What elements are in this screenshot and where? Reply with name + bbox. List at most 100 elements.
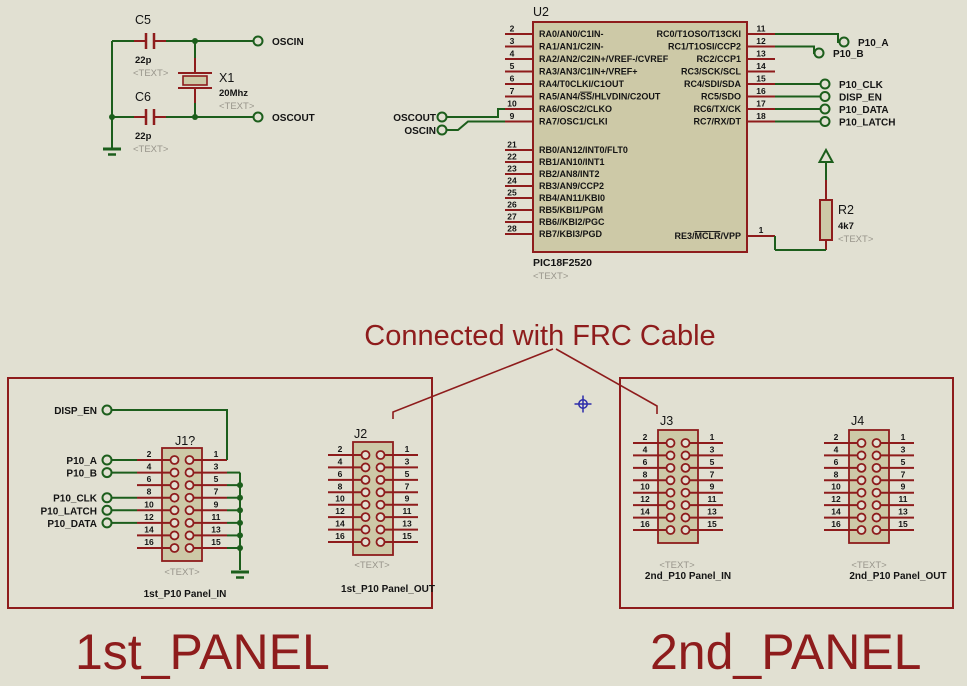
connector-pin-circle[interactable] — [169, 492, 180, 503]
connector-pin-circle[interactable] — [169, 530, 180, 541]
connector-pin-circle[interactable] — [856, 487, 867, 498]
junction-dot[interactable] — [192, 114, 198, 120]
connector-pin-circle[interactable] — [360, 487, 371, 498]
wire-segment[interactable] — [111, 409, 228, 460]
connector-pin-circle[interactable] — [856, 500, 867, 511]
connector-pin-circle[interactable] — [665, 512, 676, 523]
connector-pin-circle[interactable] — [871, 475, 882, 486]
wire-segment[interactable] — [774, 236, 826, 251]
connector-pin-circle[interactable] — [856, 450, 867, 461]
frc-pointer-line-right[interactable] — [555, 348, 658, 414]
connector-pin-circle[interactable] — [871, 462, 882, 473]
connector-pin-circle[interactable] — [665, 487, 676, 498]
terminal-p10_clk[interactable] — [819, 78, 831, 90]
connector-pin-circle[interactable] — [169, 480, 180, 491]
connector-pin-circle[interactable] — [680, 475, 691, 486]
connector-pin-circle[interactable] — [665, 462, 676, 473]
connector-pin-circle[interactable] — [680, 450, 691, 461]
connector-pin-circle[interactable] — [360, 524, 371, 535]
connector-pin-circle[interactable] — [680, 487, 691, 498]
terminal-p10_a[interactable] — [101, 454, 113, 466]
connector-pin-circle[interactable] — [375, 487, 386, 498]
junction-dot[interactable] — [109, 114, 115, 120]
connector-pin-circle[interactable] — [184, 492, 195, 503]
terminal-p10_latch[interactable] — [819, 116, 831, 127]
connector-pin-circle[interactable] — [169, 467, 180, 478]
connector-pin-circle[interactable] — [856, 475, 867, 486]
connector-pin-circle[interactable] — [360, 537, 371, 547]
connector-pin-circle[interactable] — [375, 512, 386, 523]
junction-dot[interactable] — [237, 544, 243, 551]
connector-1-body[interactable] — [352, 441, 394, 556]
connector-pin-circle[interactable] — [680, 512, 691, 523]
crystal-x1-plates[interactable] — [178, 72, 212, 89]
connector-2-body[interactable] — [657, 429, 699, 544]
junction-dot[interactable] — [237, 494, 243, 501]
connector-pin-circle[interactable] — [184, 455, 195, 465]
connector-pin-circle[interactable] — [360, 512, 371, 523]
panel-box-2[interactable] — [619, 377, 954, 609]
chip-body[interactable] — [532, 21, 748, 253]
connector-pin-circle[interactable] — [375, 524, 386, 535]
connector-pin-circle[interactable] — [665, 450, 676, 461]
terminal-p10_data[interactable] — [819, 103, 831, 115]
junction-dot[interactable] — [237, 519, 243, 526]
terminal-oscin-chip[interactable] — [436, 124, 448, 136]
connector-pin-circle[interactable] — [375, 462, 386, 473]
terminal-oscout-chip[interactable] — [436, 111, 448, 123]
crystal-x1-body[interactable] — [182, 75, 208, 86]
connector-pin-circle[interactable] — [856, 512, 867, 523]
connector-pin-circle[interactable] — [360, 499, 371, 510]
connector-pin-circle[interactable] — [871, 512, 882, 523]
terminal-oscin[interactable] — [252, 35, 264, 47]
connector-pin-circle[interactable] — [169, 455, 180, 465]
connector-pin-circle[interactable] — [360, 462, 371, 473]
connector-pin-circle[interactable] — [665, 475, 676, 486]
terminal-p10-a[interactable] — [838, 36, 850, 48]
wire-segment[interactable] — [446, 120, 506, 131]
connector-pin-circle[interactable] — [871, 525, 882, 535]
connector-pin-circle[interactable] — [665, 525, 676, 535]
connector-pin-circle[interactable] — [856, 462, 867, 473]
connector-pin-circle[interactable] — [856, 525, 867, 535]
connector-pin-circle[interactable] — [871, 500, 882, 511]
connector-pin-circle[interactable] — [184, 505, 195, 516]
connector-pin-circle[interactable] — [169, 517, 180, 528]
connector-pin-circle[interactable] — [360, 450, 371, 460]
connector-pin-circle[interactable] — [184, 467, 195, 478]
resistor-r2-body[interactable] — [819, 199, 833, 241]
terminal-p10_latch[interactable] — [101, 504, 113, 516]
connector-pin-circle[interactable] — [871, 438, 882, 448]
junction-dot[interactable] — [237, 532, 243, 539]
connector-pin-circle[interactable] — [184, 480, 195, 491]
connector-pin-circle[interactable] — [680, 462, 691, 473]
connector-0-body[interactable] — [161, 447, 203, 562]
connector-pin-circle[interactable] — [169, 505, 180, 516]
connector-pin-circle[interactable] — [375, 474, 386, 485]
connector-pin-circle[interactable] — [375, 450, 386, 460]
connector-pin-circle[interactable] — [680, 500, 691, 511]
connector-pin-circle[interactable] — [184, 543, 195, 553]
connector-pin-circle[interactable] — [871, 450, 882, 461]
capacitor-c5-plates[interactable] — [144, 33, 156, 49]
capacitor-c6-plates[interactable] — [144, 109, 156, 125]
terminal-disp_en[interactable] — [101, 404, 113, 416]
junction-dot[interactable] — [237, 507, 243, 514]
terminal-oscout[interactable] — [252, 111, 264, 123]
terminal-p10_data[interactable] — [101, 517, 113, 529]
terminal-p10_clk[interactable] — [101, 492, 113, 504]
junction-dot[interactable] — [237, 482, 243, 489]
connector-3-body[interactable] — [848, 429, 890, 544]
terminal-p10_b[interactable] — [101, 467, 113, 479]
connector-pin-circle[interactable] — [680, 525, 691, 535]
connector-pin-circle[interactable] — [665, 438, 676, 448]
terminal-p10-b[interactable] — [813, 47, 825, 59]
terminal-disp_en[interactable] — [819, 91, 831, 102]
connector-pin-circle[interactable] — [680, 438, 691, 448]
connector-pin-circle[interactable] — [856, 438, 867, 448]
wire-segment[interactable] — [446, 108, 506, 118]
connector-pin-circle[interactable] — [169, 543, 180, 553]
connector-pin-circle[interactable] — [375, 537, 386, 547]
origin-marker-icon[interactable] — [574, 395, 592, 413]
connector-pin-circle[interactable] — [360, 474, 371, 485]
